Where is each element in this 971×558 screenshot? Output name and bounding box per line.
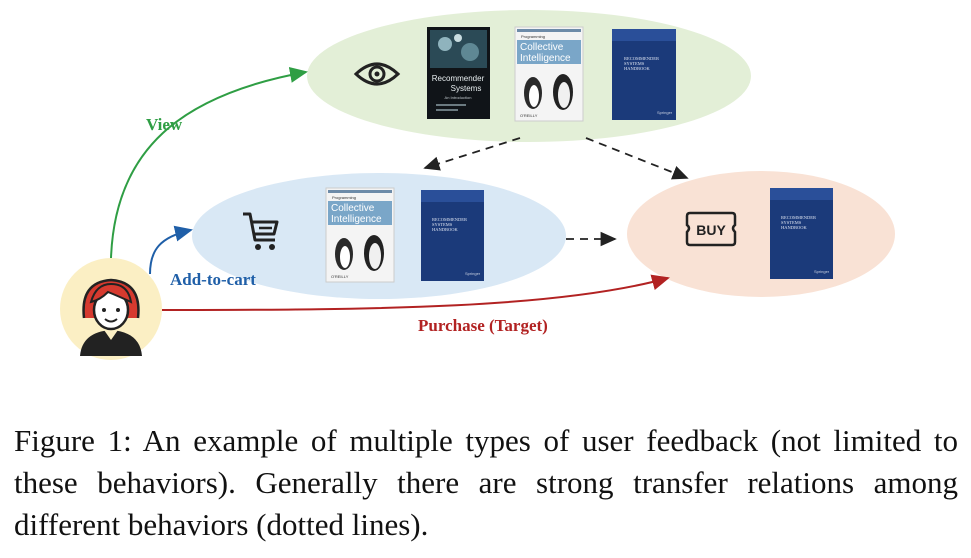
book-handbook-top: RECOMMENDER SYSTEMS HANDBOOK Springer: [612, 29, 676, 120]
figure-caption: Figure 1: An example of multiple types o…: [14, 423, 958, 542]
book-ci-publisher: O'REILLY: [520, 113, 538, 118]
eye-icon: [353, 62, 401, 86]
book-handbook-buy-publisher: Springer: [814, 269, 830, 274]
transfer-arrow-view-to-cart: [423, 137, 521, 171]
book-ci-cart-publisher: O'REILLY: [331, 274, 349, 279]
user-avatar-icon: [60, 258, 162, 360]
buy-ticket-icon: BUY: [685, 211, 737, 247]
book-handbook-buy-line2: SYSTEMS: [781, 220, 802, 225]
book-handbook-publisher: Springer: [657, 110, 673, 115]
book-recommender-subtitle: An Introduction: [445, 95, 472, 100]
shopping-cart-icon: [243, 212, 279, 250]
book-handbook-buy: RECOMMENDER SYSTEMS HANDBOOK Springer: [770, 188, 833, 279]
purchase-label: Purchase (Target): [418, 316, 548, 335]
book-handbook-cart: RECOMMENDER SYSTEMS HANDBOOK Springer: [421, 190, 484, 281]
book-ci-top-label: Programming: [521, 34, 545, 39]
transfer-arrow-view-to-buy: [585, 137, 689, 180]
book-handbook-line2: SYSTEMS: [624, 61, 645, 66]
book-handbook-cart-publisher: Springer: [465, 271, 481, 276]
book-ci-cart-title: Collective: [331, 203, 375, 214]
book-handbook-line3: HANDBOOK: [624, 66, 651, 71]
book-recommender-title2: Systems: [451, 84, 482, 93]
book-recommender-systems: Recommender Systems An Introduction: [427, 27, 490, 119]
book-handbook-cart-line1: RECOMMENDER: [432, 217, 467, 222]
view-label: View: [146, 115, 183, 134]
purchase-arrow: [161, 274, 670, 311]
book-ci-cart-top-label: Programming: [332, 195, 356, 200]
book-handbook-buy-line1: RECOMMENDER: [781, 215, 816, 220]
feedback-diagram: Recommender Systems An Introduction Prog…: [60, 10, 895, 360]
book-handbook-cart-line2: SYSTEMS: [432, 222, 453, 227]
book-collective-intelligence-top: Programming Collective Intelligence O'RE…: [514, 26, 584, 122]
book-ci-cart-title2: Intelligence: [331, 214, 382, 225]
book-collective-intelligence-cart: Programming Collective Intelligence O'RE…: [325, 187, 395, 283]
buy-label: BUY: [696, 222, 726, 238]
book-handbook-buy-line3: HANDBOOK: [781, 225, 808, 230]
book-recommender-title: Recommender: [432, 74, 485, 83]
book-handbook-line1: RECOMMENDER: [624, 56, 659, 61]
book-ci-title: Collective: [520, 42, 564, 53]
view-arrow: [110, 67, 308, 259]
add-to-cart-arrow: [149, 225, 193, 275]
add-to-cart-label: Add-to-cart: [170, 270, 256, 289]
book-handbook-cart-line3: HANDBOOK: [432, 227, 459, 232]
book-ci-title2: Intelligence: [520, 53, 571, 64]
